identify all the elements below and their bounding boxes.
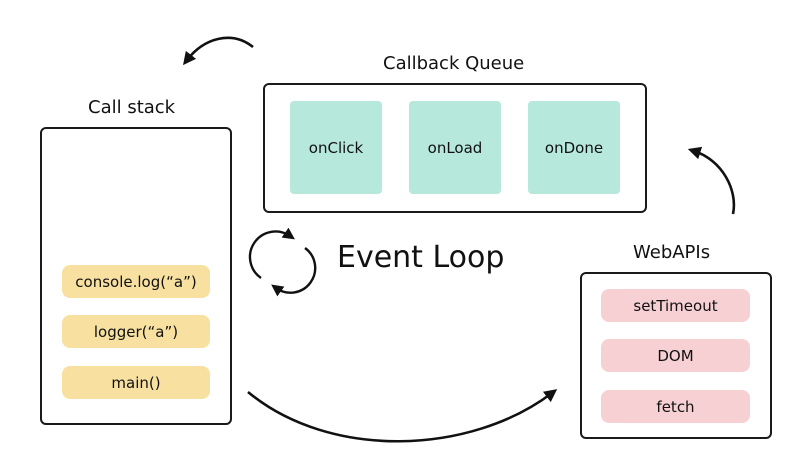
web-api-fetch: fetch bbox=[601, 390, 750, 423]
stack-frame-logger: logger(“a”) bbox=[62, 315, 210, 348]
stack-frame-main: main() bbox=[62, 366, 210, 399]
refresh-cycle-icon bbox=[248, 227, 317, 297]
arrow-queue-to-stack bbox=[183, 36, 254, 66]
stack-frame-console-log: console.log(“a”) bbox=[62, 265, 210, 298]
arrow-stack-to-webapis bbox=[247, 389, 558, 443]
web-apis-title: WebAPIs bbox=[633, 242, 711, 263]
queue-callback-onclick: onClick bbox=[290, 101, 382, 194]
web-api-dom: DOM bbox=[601, 339, 750, 372]
callback-queue-title: Callback Queue bbox=[383, 53, 525, 74]
event-loop-title: Event Loop bbox=[337, 240, 505, 275]
queue-callback-ondone: onDone bbox=[528, 101, 620, 194]
call-stack-title: Call stack bbox=[88, 97, 176, 118]
web-api-settimeout: setTimeout bbox=[601, 289, 750, 322]
arrow-webapis-to-queue bbox=[687, 146, 736, 215]
queue-callback-onload: onLoad bbox=[409, 101, 501, 194]
